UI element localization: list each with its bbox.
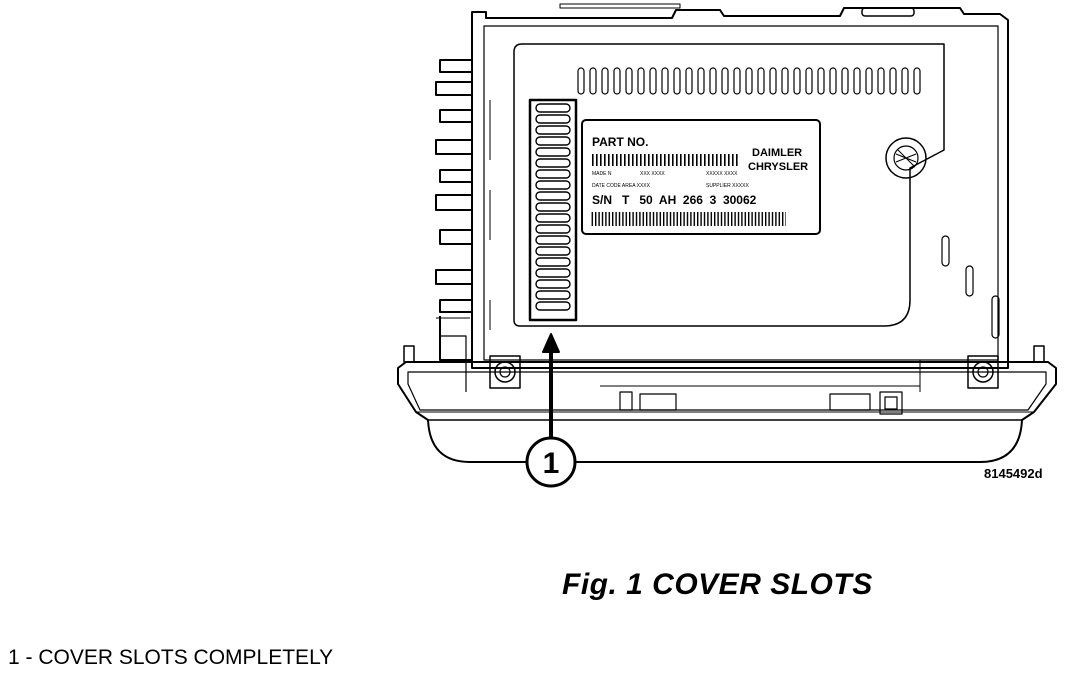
callout-leader: [542, 333, 560, 438]
label-brand-line2: CHRYSLER: [748, 161, 808, 173]
module-housing: [471, 7, 1009, 369]
slot-column: [528, 98, 578, 322]
mounting-screw-right: [967, 355, 999, 389]
mounting-screw-left: [489, 355, 521, 389]
callout-circle: [525, 436, 577, 488]
barcodes: [590, 154, 786, 226]
callout-legend: 1 - COVER SLOTS COMPLETELY: [8, 646, 334, 669]
figure-id: 8145492d: [984, 466, 1043, 481]
lower-tray: [397, 361, 1057, 463]
label-tiny-row2-b: SUPPLIER XXXXX: [706, 183, 749, 189]
label-tiny-row1-c: XXXXX XXXX: [706, 171, 738, 177]
label-tiny-row2-a: DATE CODE AREA XXXX: [592, 183, 651, 189]
label-brand-line1: DAIMLER: [752, 147, 802, 159]
label-serial: S/N T 50 AH 266 3 30062: [592, 193, 757, 207]
heat-sink-fins: [435, 59, 491, 361]
part-label: [581, 119, 821, 235]
label-tiny-row1-a: MADE N: [592, 171, 612, 177]
label-title: PART NO.: [592, 135, 648, 149]
cover-screw: [885, 137, 927, 179]
top-vent-slots: [577, 67, 921, 95]
figure-caption: Fig. 1 COVER SLOTS: [562, 568, 873, 601]
right-vent-slots: [941, 235, 1000, 339]
callout-number: 1: [543, 447, 560, 480]
cover-panel: [513, 43, 945, 327]
label-tiny-row1-b: XXX XXXX: [640, 171, 665, 177]
tray-connectors: [440, 335, 921, 415]
